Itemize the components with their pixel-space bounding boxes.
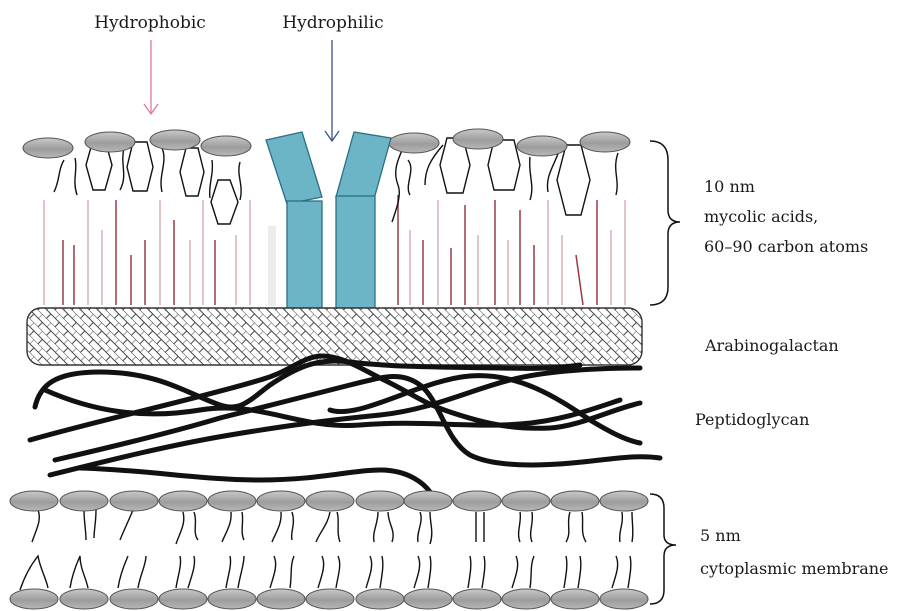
- cytoplasmic-membrane-label: cytoplasmic membrane: [700, 559, 889, 578]
- membrane-brace: [650, 494, 676, 604]
- hydrophilic-label: Hydrophilic: [282, 13, 383, 33]
- membrane-upper-heads: [10, 491, 648, 511]
- hydrophobic-label: Hydrophobic: [94, 13, 206, 33]
- membrane-tails: [20, 510, 633, 590]
- peptidoglycan-network: [30, 356, 660, 492]
- peptidoglycan-label: Peptidoglycan: [695, 410, 809, 429]
- outer-layer-brace: [650, 141, 680, 305]
- arabinogalactan-label: Arabinogalactan: [704, 336, 839, 355]
- porin-channel-icon: [266, 132, 391, 310]
- membrane-lower-heads: [10, 589, 648, 609]
- carbon-atoms-label: 60–90 carbon atoms: [704, 237, 868, 256]
- outer-thickness-label: 10 nm: [704, 177, 755, 196]
- mycolic-acid-chains: [44, 195, 625, 306]
- membrane-thickness-label: 5 nm: [700, 526, 741, 545]
- mycolic-acids-label: mycolic acids,: [704, 207, 818, 226]
